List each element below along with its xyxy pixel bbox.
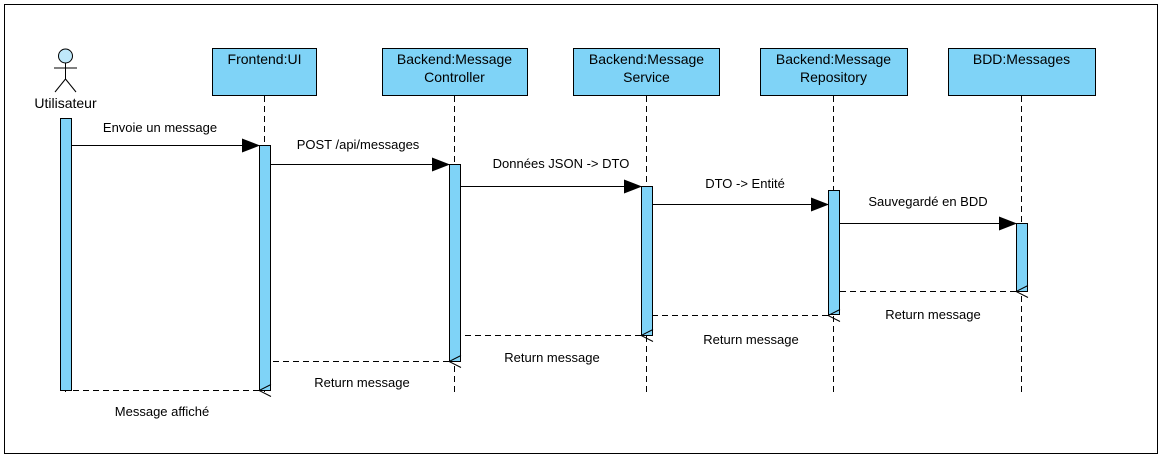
participant-frontend-line1: Frontend:UI [228, 51, 302, 67]
participant-repository-line1: Backend:Message [776, 51, 891, 67]
participant-bdd: BDD:Messages [948, 48, 1096, 96]
actor-stick-figure-icon [54, 48, 77, 93]
participant-repository: Backend:Message Repository [760, 48, 908, 96]
participant-service-line1: Backend:Message [589, 51, 704, 67]
message-label-8: Return message [314, 375, 409, 390]
participant-bdd-line1: BDD:Messages [973, 51, 1070, 67]
actor-label: Utilisateur [34, 95, 97, 111]
activation-service [641, 186, 653, 336]
activation-bdd [1016, 223, 1028, 292]
participant-repository-line2: Repository [800, 69, 867, 85]
activation-repository [828, 190, 840, 315]
participant-service-line2: Service [623, 69, 670, 85]
message-label-6: Return message [703, 332, 798, 347]
message-label-0: Envoie un message [103, 120, 217, 135]
message-label-4: Sauvegardé en BDD [868, 194, 987, 209]
activation-frontend [259, 145, 271, 391]
activation-actor [60, 118, 72, 391]
participant-frontend: Frontend:UI [212, 48, 317, 96]
participant-controller-line1: Backend:Message [397, 51, 512, 67]
message-label-2: Données JSON -> DTO [493, 156, 630, 171]
participant-controller: Backend:Message Controller [382, 48, 528, 96]
message-label-1: POST /api/messages [297, 137, 420, 152]
message-label-7: Return message [504, 350, 599, 365]
message-label-3: DTO -> Entité [705, 176, 785, 191]
activation-controller [449, 164, 461, 362]
message-label-9: Message affiché [115, 404, 209, 419]
participant-service: Backend:Message Service [573, 48, 720, 96]
message-label-5: Return message [885, 307, 980, 322]
participant-controller-line2: Controller [424, 69, 485, 85]
